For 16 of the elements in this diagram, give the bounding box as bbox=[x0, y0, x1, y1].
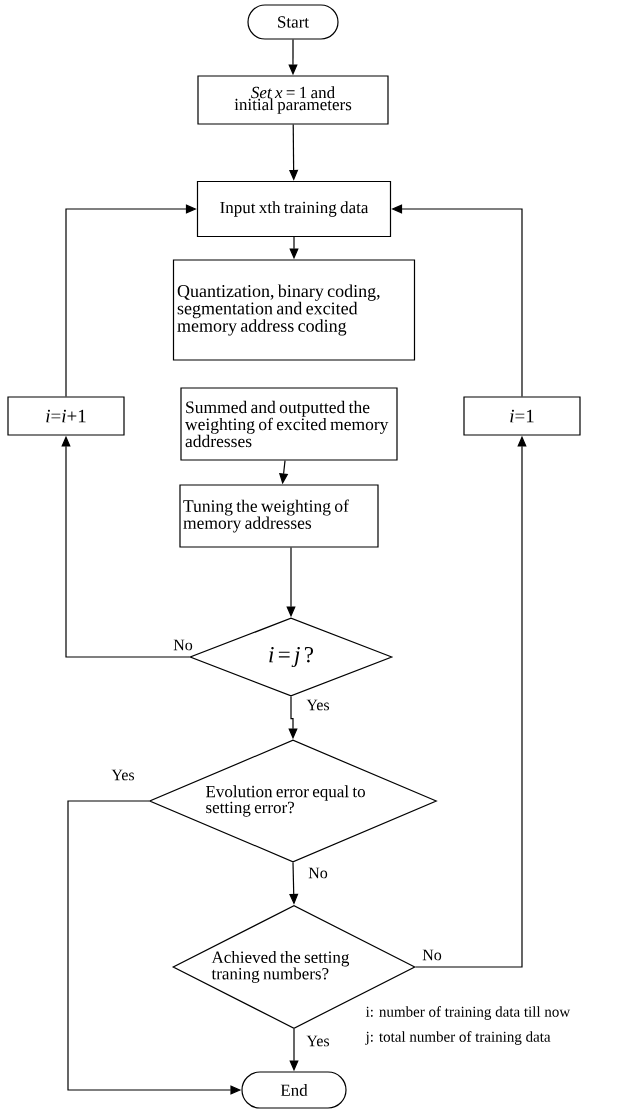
terminal-box: Start bbox=[247, 4, 339, 40]
terminal-box: End bbox=[241, 1071, 347, 1109]
process-box: Summed and outputted the weighting of excited memory addresses bbox=[180, 387, 398, 461]
process-box: Input xth training data bbox=[196, 180, 392, 238]
edge-label: Yes bbox=[305, 1034, 331, 1048]
edge-label: Yes bbox=[110, 768, 136, 782]
note-text: i: number of training data till now bbox=[365, 1006, 571, 1020]
edge-label: No bbox=[307, 866, 329, 880]
note-text: j: total number of training data bbox=[365, 1031, 551, 1045]
process-box: Set x = 1 and initial parameters bbox=[197, 75, 389, 125]
edge-label: Yes bbox=[305, 698, 331, 712]
process-box: i=1 bbox=[463, 396, 581, 436]
process-box: Quantization, binary coding, segmentation and excited memory address coding bbox=[172, 259, 416, 361]
process-box: i=i+1 bbox=[7, 396, 125, 436]
process-box: Tuning the weighting of memory addresses bbox=[179, 484, 379, 548]
edge-label: No bbox=[421, 948, 443, 962]
